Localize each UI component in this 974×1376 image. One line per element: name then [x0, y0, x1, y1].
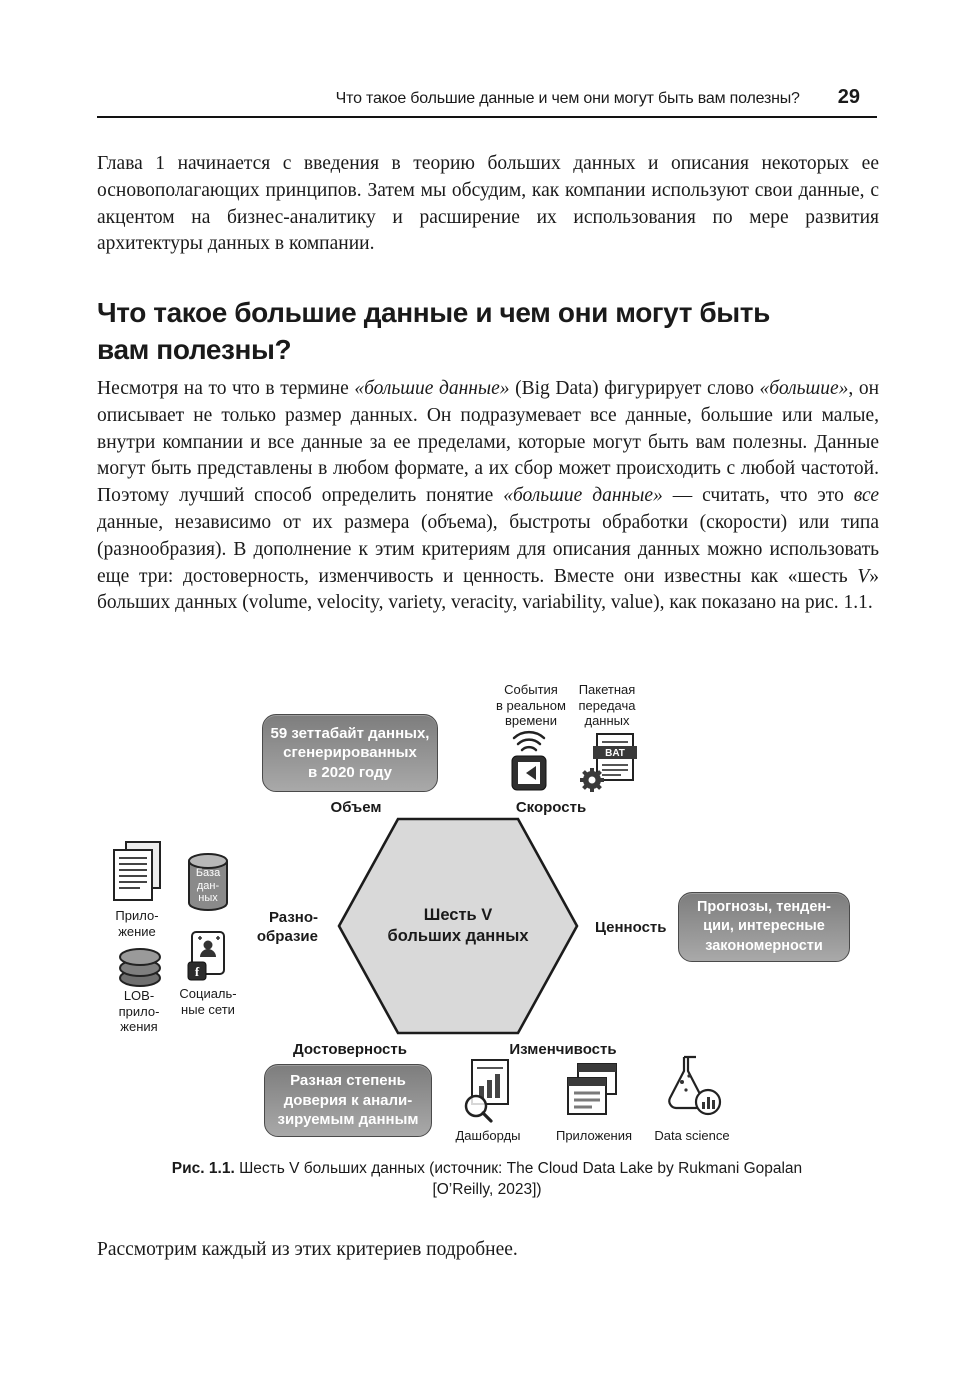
- social-networks-label: Социаль- ные сети: [179, 986, 237, 1017]
- database-icon: [187, 852, 229, 917]
- database-label: База дан- ных: [195, 867, 221, 904]
- batch-transfer-label: Пакетная передача данных: [578, 682, 636, 728]
- value-label: Ценность: [595, 919, 667, 936]
- intro-paragraph: Глава 1 начинается с введения в теорию б…: [97, 153, 879, 255]
- value-callout: Прогнозы, тенден- ции, интересные законо…: [678, 892, 850, 962]
- section-heading: Что такое большие данные и чем они могут…: [97, 297, 770, 365]
- lob-apps-icon: [116, 944, 164, 993]
- application-icon: [112, 840, 164, 909]
- dashboards-icon: [462, 1058, 512, 1129]
- running-head: Что такое большие данные и чем они могут…: [97, 86, 877, 109]
- veracity-label: Достоверность: [293, 1041, 407, 1058]
- realtime-events-label: События в реальном времени: [496, 682, 566, 728]
- variety-label: Разно- образие: [256, 909, 318, 945]
- volume-label: Объем: [330, 799, 382, 816]
- page-number: 29: [837, 86, 860, 108]
- apps-icon: [566, 1062, 620, 1125]
- realtime-events-icon: [506, 730, 552, 797]
- data-science-icon: [662, 1054, 724, 1127]
- variability-label: Изменчивость: [509, 1041, 617, 1058]
- six-v-figure: События в реальном времени Пакетная пере…: [0, 676, 974, 1148]
- figure-caption: Рис. 1.1. Шесть V больших данных (источн…: [171, 1160, 803, 1198]
- social-networks-icon: f: [186, 930, 232, 989]
- lob-apps-label: LOB- прило- жения: [118, 988, 160, 1034]
- social-badge: f: [195, 964, 200, 979]
- volume-callout: 59 зеттабайт данных, сгенерированных в 2…: [262, 714, 438, 792]
- body-paragraph: Несмотря на то что в термине «большие да…: [97, 378, 880, 614]
- hexagon-title: Шесть V больших данных: [387, 906, 529, 945]
- dashboards-label: Дашборды: [455, 1128, 521, 1143]
- header-rule: [97, 116, 877, 118]
- running-title: Что такое большие данные и чем они могут…: [335, 90, 800, 107]
- closing-paragraph: Рассмотрим каждый из этих критериев подр…: [97, 1239, 518, 1260]
- six-v-hexagon: Шесть V больших данных: [336, 816, 580, 1036]
- batch-badge: BAT: [605, 748, 625, 759]
- data-science-label: Data science: [654, 1128, 730, 1143]
- apps-label: Приложения: [555, 1128, 633, 1143]
- application-label: Прило- жение: [115, 908, 159, 939]
- veracity-callout: Разная степень доверия к анали- зируемым…: [264, 1064, 432, 1137]
- batch-processing-icon: BAT: [579, 732, 637, 797]
- velocity-label: Скорость: [515, 799, 587, 816]
